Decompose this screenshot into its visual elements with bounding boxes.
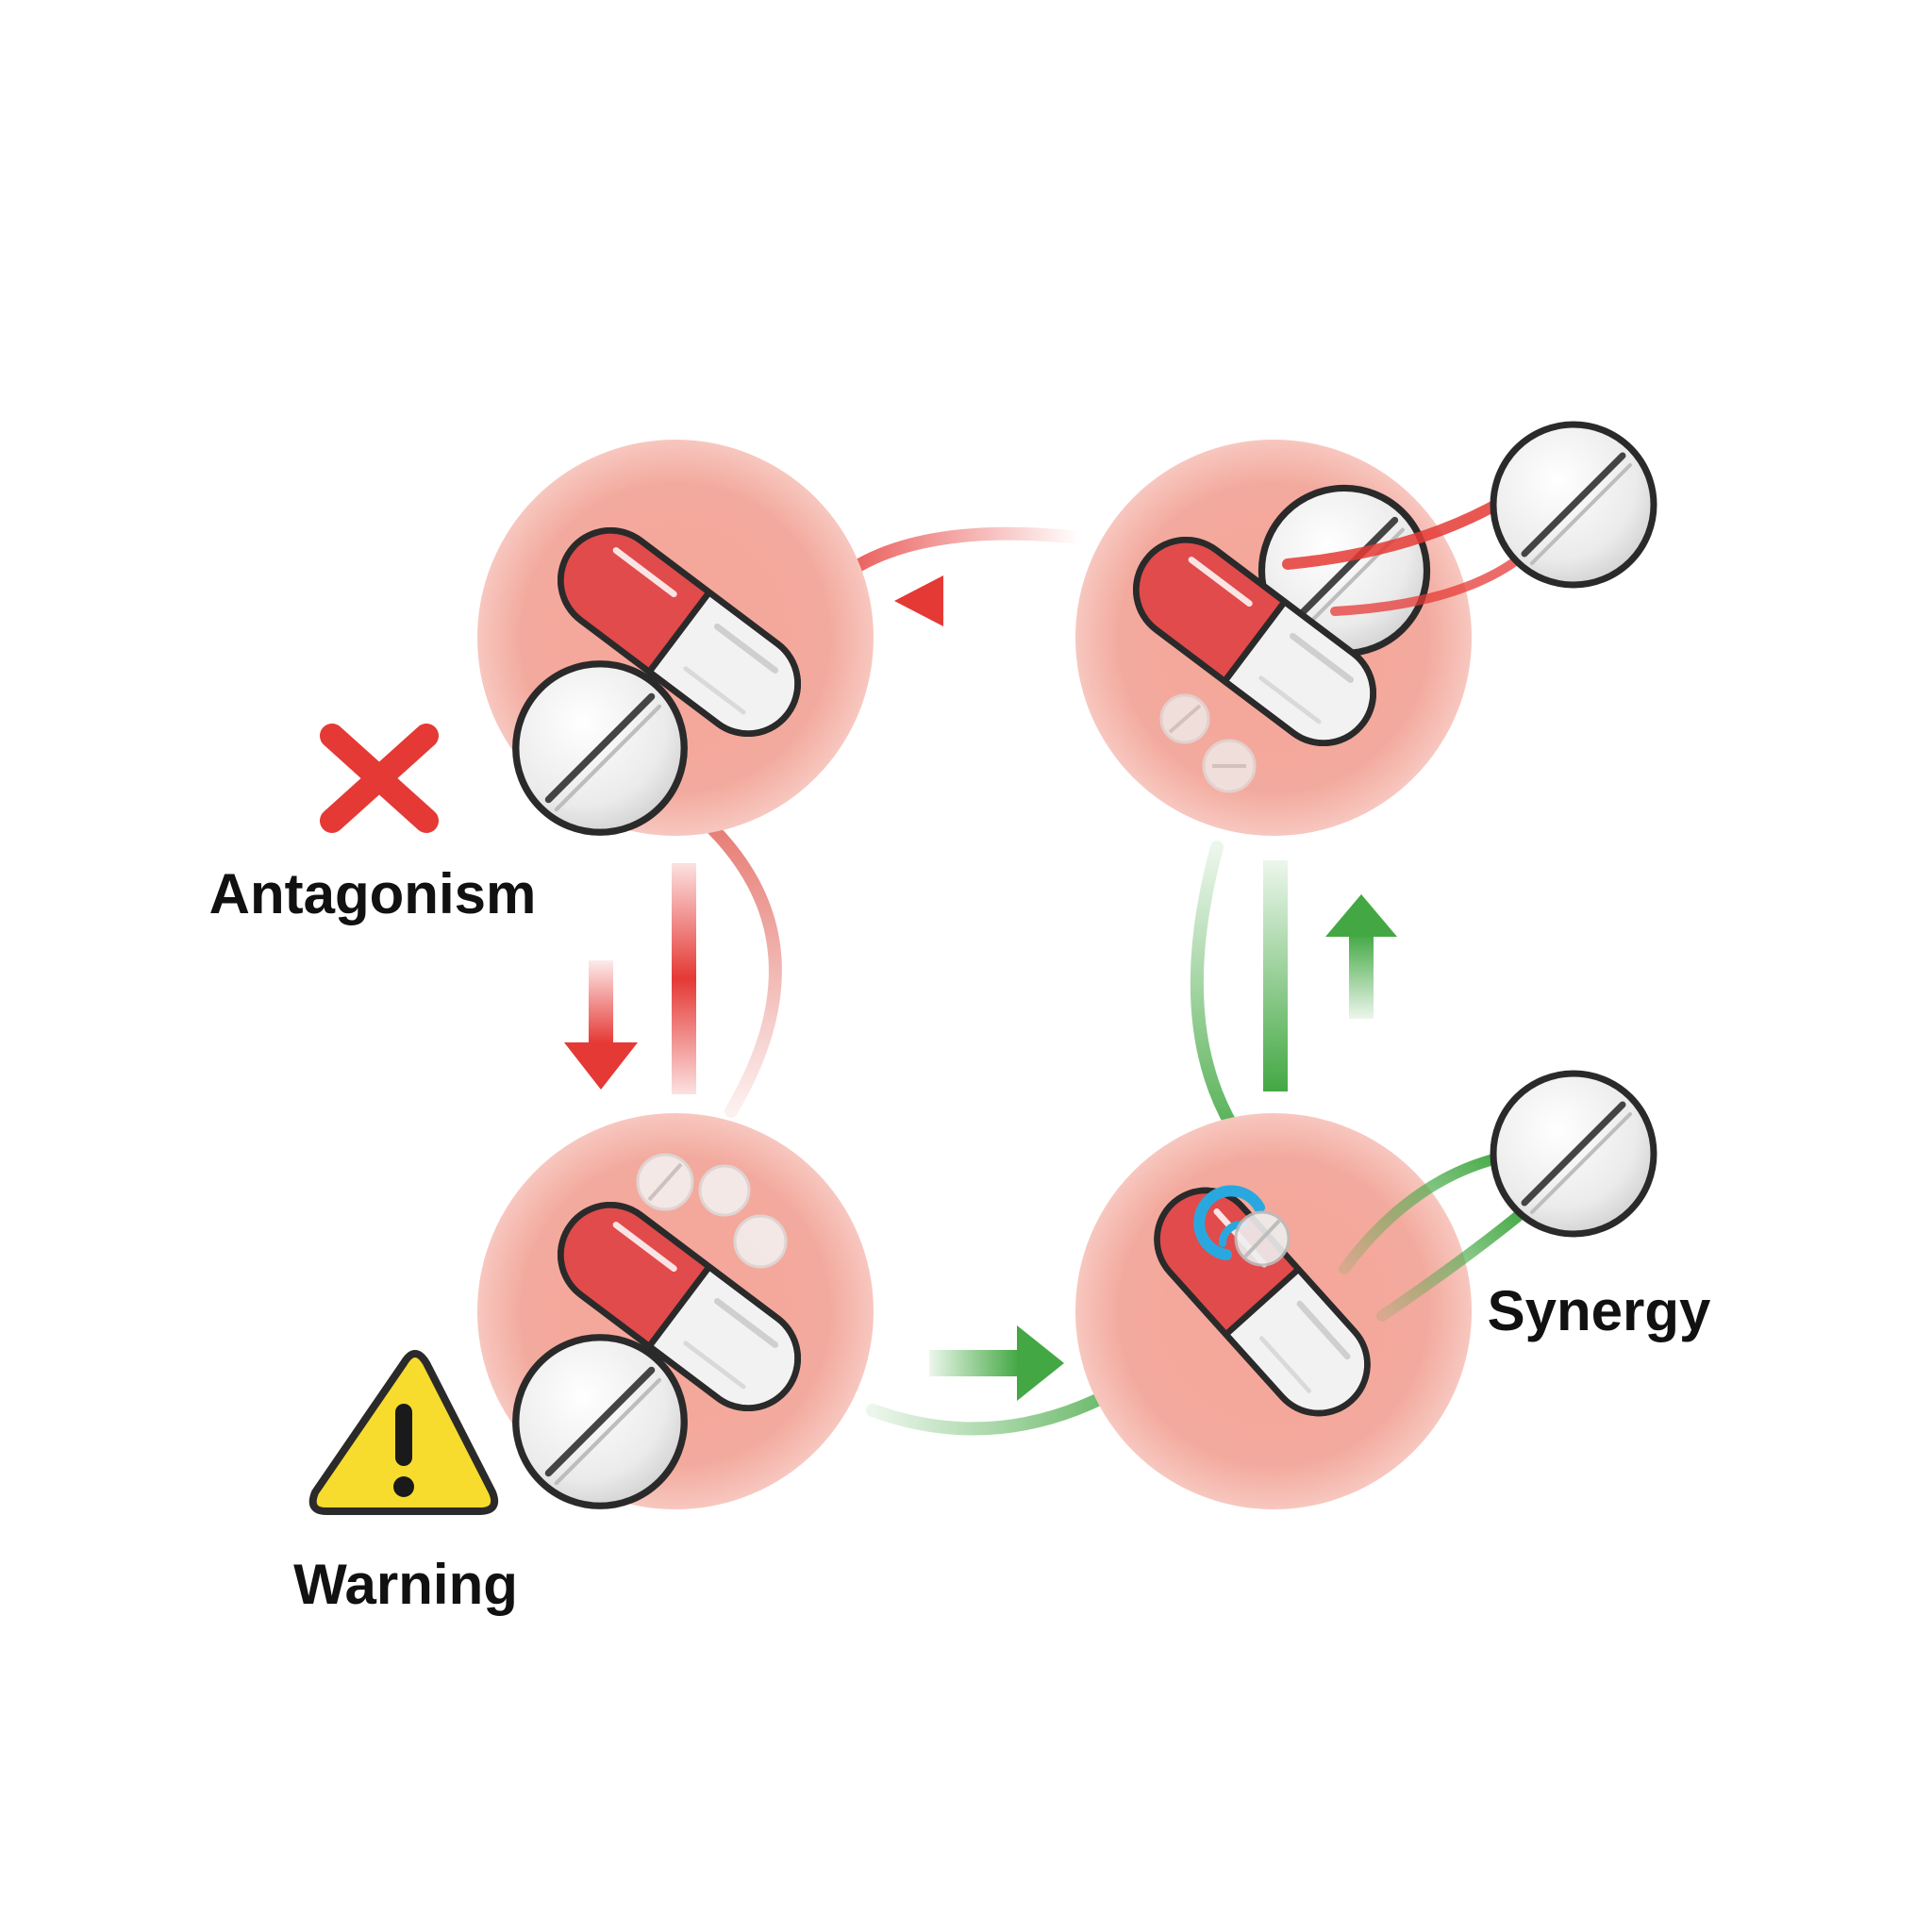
connector-right-line	[1263, 860, 1288, 1091]
arrow-down-icon	[564, 1042, 638, 1090]
arrow-up-icon	[1325, 894, 1397, 937]
arrow-left-icon	[894, 575, 943, 626]
connector-left-shaft	[589, 960, 613, 1043]
arrow-right-icon	[1017, 1325, 1064, 1401]
label-antagonism: Antagonism	[209, 862, 537, 925]
connector-right-shaft	[1349, 934, 1374, 1019]
tablet-icon	[1493, 1074, 1654, 1234]
connector-left-line	[672, 863, 696, 1094]
small-tablet-icon	[1234, 1210, 1291, 1267]
connector-left-arc	[701, 817, 782, 1118]
link-green	[1339, 1150, 1515, 1274]
node-bottom-right	[1075, 1113, 1532, 1509]
connector-bottom-shaft	[929, 1350, 1019, 1376]
tablet-icon	[516, 664, 685, 833]
label-warning: Warning	[293, 1553, 518, 1616]
label-synergy: Synergy	[1488, 1279, 1711, 1342]
small-tablet-icon	[1159, 693, 1257, 793]
x-mark-icon	[320, 724, 439, 833]
warning-triangle-icon	[308, 1350, 499, 1515]
tablet-icon	[516, 1338, 685, 1507]
link-green	[1376, 1204, 1532, 1322]
node-bottom-left	[477, 1113, 874, 1509]
node-top-left	[477, 440, 874, 836]
small-tablet-icon	[636, 1153, 788, 1269]
tablet-icon	[1493, 425, 1654, 585]
node-top-right	[1075, 440, 1538, 836]
link-red	[1282, 494, 1510, 570]
